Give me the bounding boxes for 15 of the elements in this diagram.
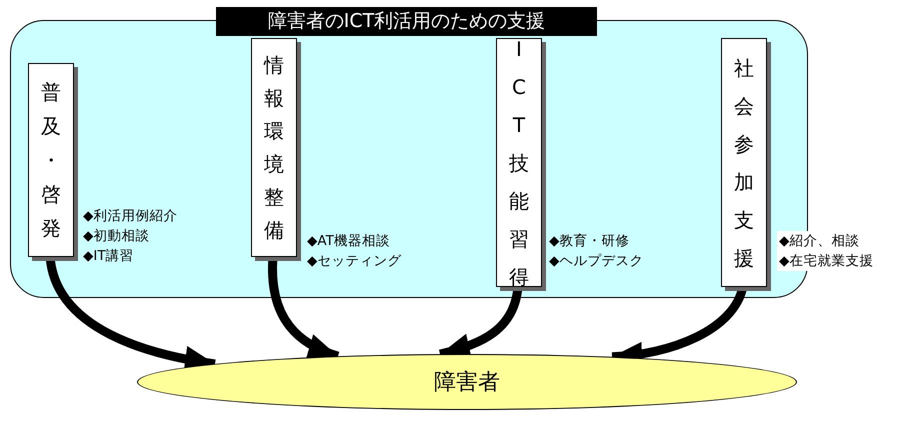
bullet-item: ◆IT講習 bbox=[83, 247, 134, 266]
panel-title: 障害者のICT利活用のための支援 bbox=[216, 7, 597, 36]
bullet-item: ◆紹介、相談 bbox=[777, 231, 862, 251]
bullet-item: ◆セッティング bbox=[307, 252, 402, 271]
bullet-item: ◆AT機器相談 bbox=[307, 232, 390, 251]
bullet-item: ◆ヘルプデスク bbox=[549, 252, 644, 271]
target-label: 障害者 bbox=[434, 369, 500, 397]
bullet-item: ◆利活用例紹介 bbox=[83, 207, 178, 226]
bullet-item: ◆初動相談 bbox=[83, 227, 150, 246]
bullet-item: ◆教育・研修 bbox=[549, 232, 630, 251]
category-label: 情報環境整備 bbox=[263, 52, 285, 244]
category-label: 社会参加支援 bbox=[733, 54, 755, 272]
bullet-item: ◆在宅就業支援 bbox=[777, 251, 876, 271]
category-label: 普及・啓発 bbox=[40, 79, 62, 242]
category-label: ICT技能習得 bbox=[508, 36, 530, 290]
